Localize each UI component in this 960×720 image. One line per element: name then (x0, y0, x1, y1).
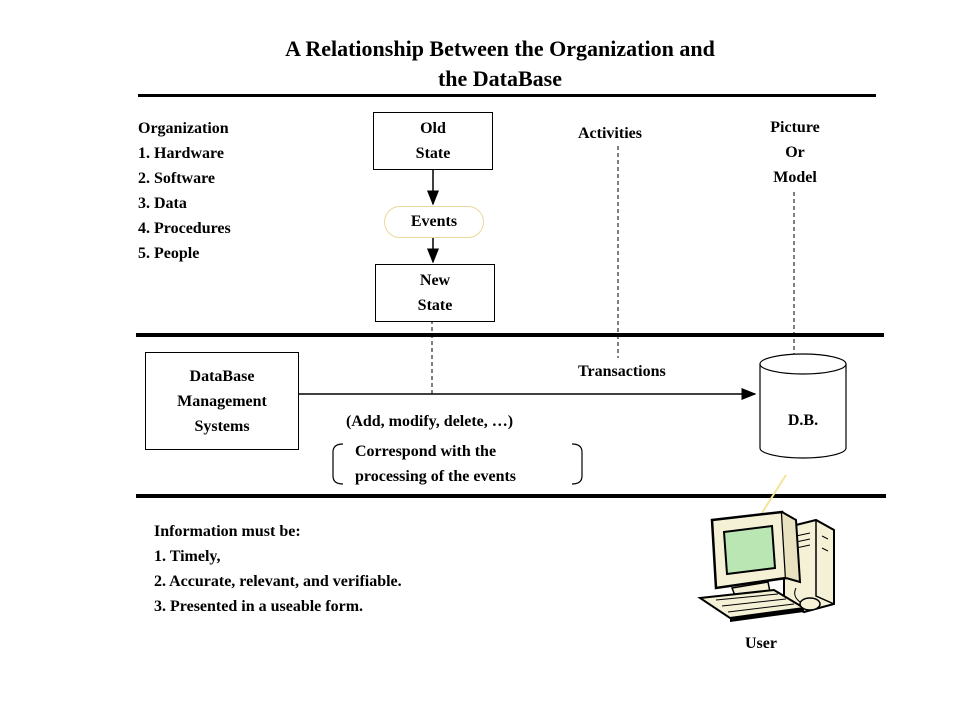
organization-heading: Organization (138, 120, 229, 137)
db-user-link (759, 474, 787, 517)
organization-list: Organization 1. Hardware 2. Software 3. … (138, 116, 231, 266)
information-item: 1. Timely, (154, 548, 221, 565)
left-bracket (332, 443, 344, 485)
old-state-box: Old State (373, 112, 493, 170)
organization-item: 4. Procedures (138, 220, 231, 237)
dbms-box: DataBase Management Systems (145, 352, 299, 450)
information-item: 3. Presented in a useable form. (154, 598, 364, 615)
database-cylinder-icon (759, 353, 847, 459)
information-item: 2. Accurate, relevant, and verifiable. (154, 573, 402, 590)
old-state-line-1: Old (420, 120, 446, 137)
new-state-line-2: State (417, 297, 453, 314)
transactions-label: Transactions (578, 363, 666, 380)
activities-label: Activities (578, 125, 642, 142)
correspond-note: Correspond with the processing of the ev… (355, 439, 516, 489)
user-label: User (745, 635, 777, 652)
dbms-line-2: Management (177, 392, 267, 410)
dbms-line-1: DataBase (189, 367, 255, 385)
old-state-line-2: State (415, 145, 451, 162)
dbms-line-3: Systems (194, 417, 250, 435)
right-bracket (571, 443, 583, 485)
computer-icon (697, 510, 835, 622)
picture-line-2: Or (785, 144, 805, 161)
information-heading: Information must be: (154, 523, 301, 540)
db-label: D.B. (787, 412, 819, 429)
picture-model-label: Picture Or Model (755, 115, 835, 190)
rule-top (138, 94, 876, 97)
picture-line-1: Picture (770, 119, 820, 136)
correspond-line-2: processing of the events (355, 468, 517, 485)
new-state-box: New State (375, 264, 495, 322)
correspond-line-1: Correspond with the (355, 443, 497, 460)
page-title: A Relationship Between the Organization … (0, 34, 960, 94)
events-oval: Events (384, 206, 484, 238)
picture-line-3: Model (773, 169, 817, 186)
organization-item: 2. Software (138, 170, 216, 187)
organization-item: 1. Hardware (138, 145, 224, 162)
title-line-2: the DataBase (437, 66, 563, 91)
new-state-line-1: New (419, 272, 451, 289)
rule-middle (136, 333, 884, 337)
organization-item: 5. People (138, 245, 200, 262)
rule-bottom (136, 494, 886, 498)
organization-item: 3. Data (138, 195, 187, 212)
title-line-1: A Relationship Between the Organization … (285, 36, 715, 61)
operations-label: (Add, modify, delete, …) (346, 413, 514, 430)
information-list: Information must be: 1. Timely, 2. Accur… (154, 519, 402, 619)
